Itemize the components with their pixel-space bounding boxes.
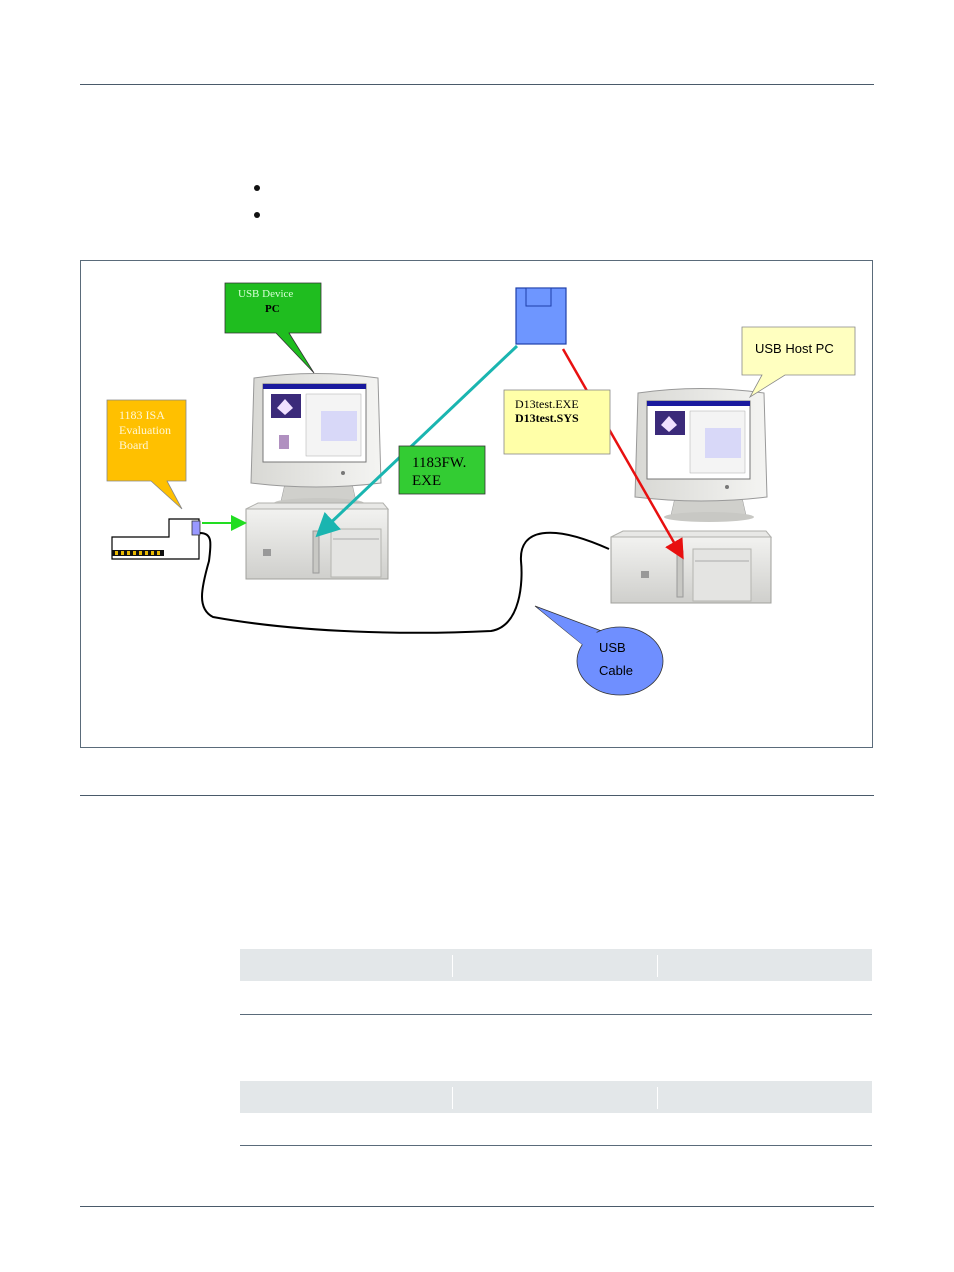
callout-isa-board: 1183 ISA Evaluation Board xyxy=(106,399,187,510)
callout-isa-line2: Evaluation xyxy=(119,423,171,437)
callout-usb-cable: USB Cable xyxy=(534,605,664,696)
device-pc-case xyxy=(245,502,390,580)
bullet-point xyxy=(254,185,260,191)
isa-board xyxy=(111,518,201,560)
callout-isa-line3: Board xyxy=(119,438,148,452)
usb-cable-line2: Cable xyxy=(599,663,633,678)
callout-usb-host-pc: USB Host PC xyxy=(741,326,856,399)
host-pc-monitor xyxy=(634,388,768,522)
callout-isa-line1: 1183 ISA xyxy=(119,408,165,422)
table-2-bottom-rule xyxy=(240,1145,872,1146)
section-rule xyxy=(80,795,874,796)
table-1-bottom-rule xyxy=(240,1014,872,1015)
driver-line2: D13test.SYS xyxy=(515,411,579,425)
callout-usb-device-line1: USB Device xyxy=(238,288,293,300)
floppy-disk-icon xyxy=(515,287,567,345)
bullet-point xyxy=(254,212,260,218)
header-rule xyxy=(80,84,874,85)
callout-usb-device-pc: USB Device PC xyxy=(224,282,322,374)
callout-usb-device-line2: PC xyxy=(265,303,280,315)
firmware-line2: EXE xyxy=(412,473,441,489)
firmware-arrow xyxy=(315,344,519,538)
label-firmware-file: 1183FW. EXE xyxy=(398,445,486,495)
driver-arrow xyxy=(561,348,684,560)
usb-setup-diagram: USB Device PC USB Host PC 1183 ISA Evalu… xyxy=(80,260,873,748)
label-driver-files: D13test.EXE D13test.SYS xyxy=(503,389,611,455)
callout-usb-host-label: USB Host PC xyxy=(755,341,834,356)
usb-cable-line xyxy=(199,531,610,634)
driver-line1: D13test.EXE xyxy=(515,397,579,411)
footer-rule xyxy=(80,1206,874,1207)
usb-cable-line1: USB xyxy=(599,640,626,655)
table-1-header xyxy=(240,949,872,981)
firmware-line1: 1183FW. xyxy=(412,455,466,471)
device-pc-monitor xyxy=(250,373,382,508)
host-pc-case xyxy=(610,530,773,604)
table-2-header xyxy=(240,1081,872,1113)
